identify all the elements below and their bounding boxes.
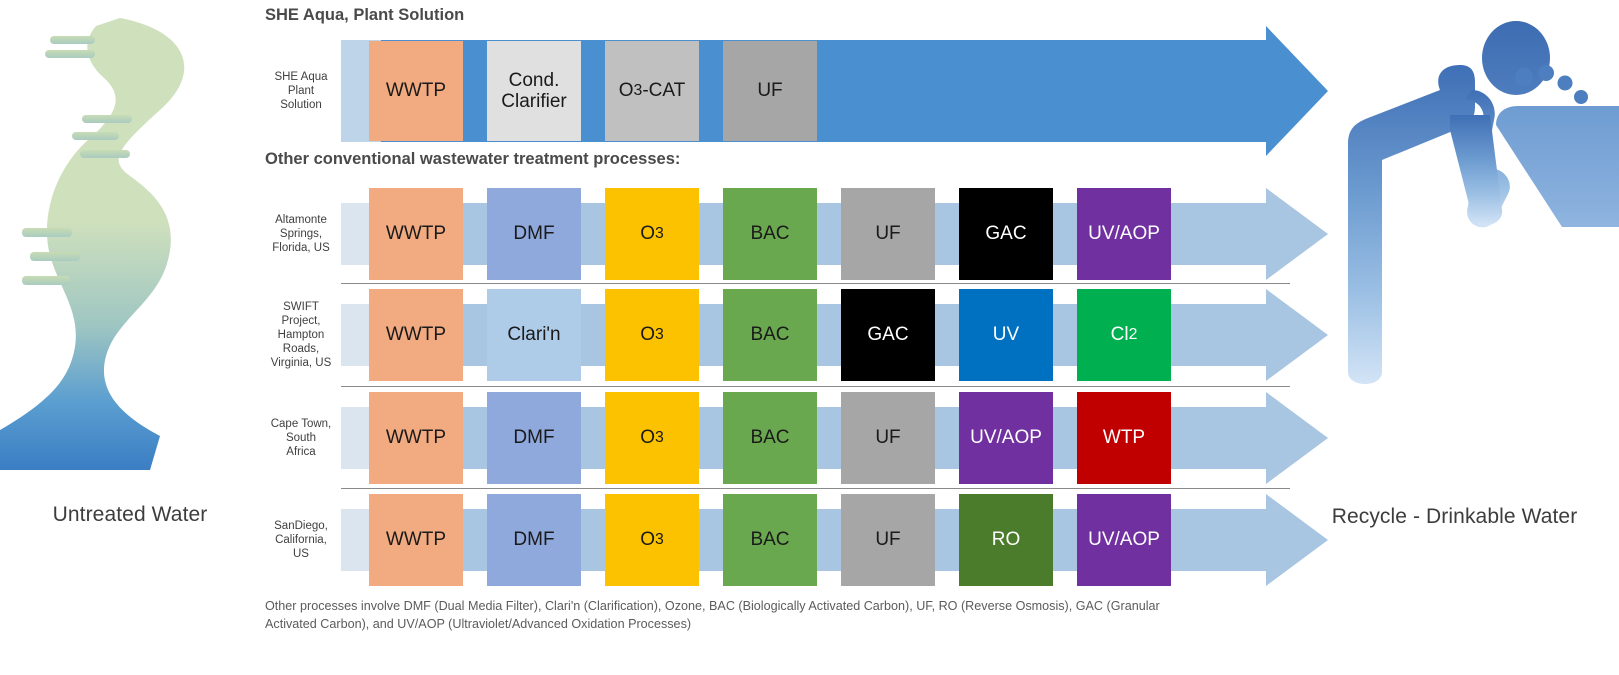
process-step-bac[interactable]: BAC bbox=[723, 391, 817, 484]
process-step-uf[interactable]: UF bbox=[841, 391, 935, 484]
process-step-uf[interactable]: UF bbox=[841, 493, 935, 586]
process-step-bac[interactable]: BAC bbox=[723, 188, 817, 280]
row-separator-2 bbox=[341, 386, 1290, 387]
process-step-wwtp[interactable]: WWTP bbox=[369, 391, 463, 484]
process-step-uf[interactable]: UF bbox=[723, 41, 817, 141]
section-title-main: SHE Aqua, Plant Solution bbox=[265, 6, 465, 24]
process-step-cond-clarifier[interactable]: Cond.Clarifier bbox=[487, 41, 581, 141]
row-separator-1 bbox=[341, 283, 1290, 284]
process-step-dmf[interactable]: DMF bbox=[487, 391, 581, 484]
footnote-line-1: Other processes involve DMF (Dual Media … bbox=[265, 599, 1160, 613]
process-step-dmf[interactable]: DMF bbox=[487, 493, 581, 586]
row-separator-3 bbox=[341, 488, 1290, 489]
section-title-other: Other conventional wastewater treatment … bbox=[265, 150, 681, 168]
flow-arrowhead-icon bbox=[1266, 188, 1328, 280]
process-step-uv-aop[interactable]: UV/AOP bbox=[1077, 493, 1171, 586]
process-step-bac[interactable]: BAC bbox=[723, 289, 817, 381]
drinkable-water-panel: Recycle - Drinkable Water bbox=[1290, 0, 1619, 675]
footnote-line-2: Activated Carbon), and UV/AOP (Ultraviol… bbox=[265, 616, 692, 631]
process-step-uv-aop[interactable]: UV/AOP bbox=[1077, 188, 1171, 280]
fountain-shape bbox=[1496, 106, 1619, 227]
process-step-uv[interactable]: UV bbox=[959, 289, 1053, 381]
process-step-gac[interactable]: GAC bbox=[959, 188, 1053, 280]
process-step-wwtp[interactable]: WWTP bbox=[369, 188, 463, 280]
untreated-water-panel: Untreated Water bbox=[0, 0, 260, 675]
process-step-wwtp[interactable]: WWTP bbox=[369, 493, 463, 586]
head-shape bbox=[1482, 21, 1550, 95]
process-step-gac[interactable]: GAC bbox=[841, 289, 935, 381]
footnote: Other processes involve DMF (Dual Media … bbox=[265, 598, 1255, 633]
row-label: SanDiego,California,US bbox=[274, 519, 328, 560]
process-step-ro[interactable]: RO bbox=[959, 493, 1053, 586]
flow-arrowhead-icon bbox=[1266, 289, 1328, 381]
process-step-dmf[interactable]: DMF bbox=[487, 188, 581, 280]
process-step-uv-aop[interactable]: UV/AOP bbox=[959, 391, 1053, 484]
process-step-clari-n[interactable]: Clari'n bbox=[487, 289, 581, 381]
process-step-wwtp[interactable]: WWTP bbox=[369, 41, 463, 141]
process-step-wwtp[interactable]: WWTP bbox=[369, 289, 463, 381]
flow-arrowhead-icon bbox=[1266, 26, 1328, 156]
water-droplets-icon bbox=[1515, 65, 1588, 104]
flow-arrowhead-icon bbox=[1266, 391, 1328, 484]
winding-river-icon bbox=[0, 18, 185, 470]
process-step-wtp[interactable]: WTP bbox=[1077, 391, 1171, 484]
drinkable-water-caption: Recycle - Drinkable Water bbox=[1331, 505, 1578, 528]
process-step-uf[interactable]: UF bbox=[841, 188, 935, 280]
person-drinking-fountain-icon bbox=[1348, 21, 1619, 384]
flow-arrowhead-icon bbox=[1266, 493, 1328, 586]
process-step-bac[interactable]: BAC bbox=[723, 493, 817, 586]
untreated-water-caption: Untreated Water bbox=[52, 503, 208, 526]
